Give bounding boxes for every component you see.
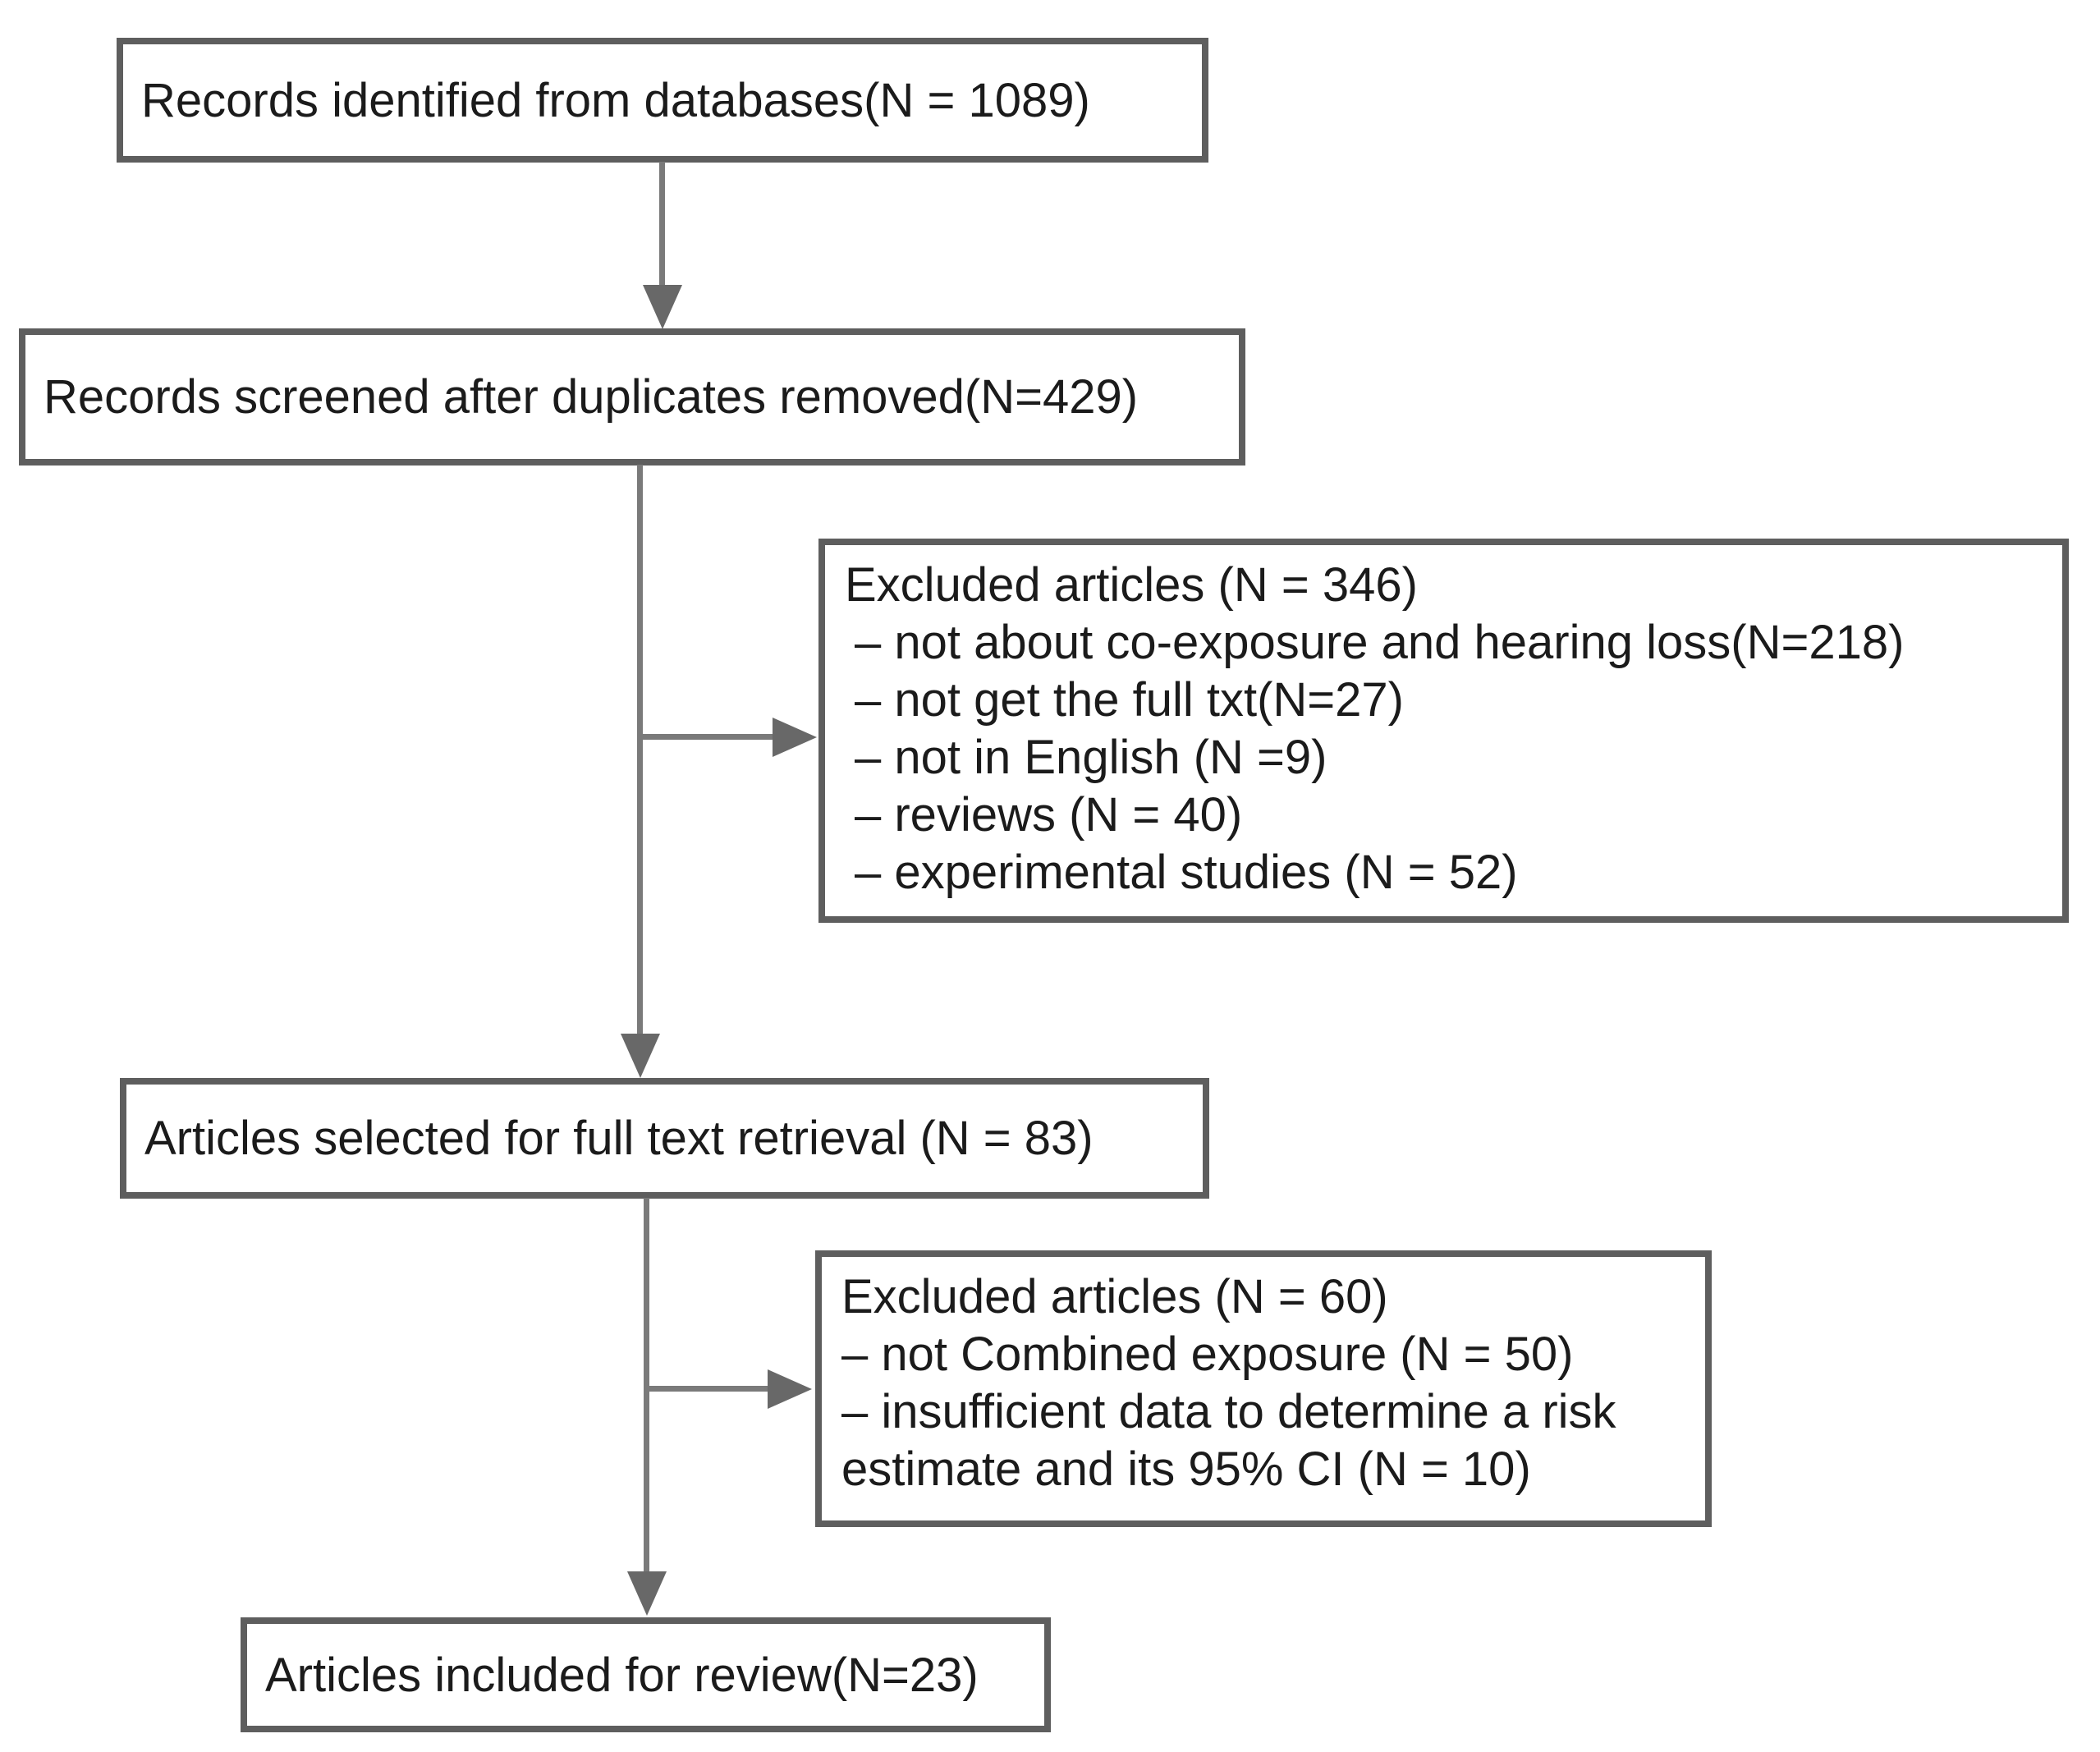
excluded-screening-item: – reviews (N = 40) (855, 788, 1243, 842)
arrow-line-branch-to-excluded-fulltext (646, 1386, 769, 1392)
box-excluded-screening: Excluded articles (N = 346) – not about … (818, 539, 2069, 923)
box-records-screened-label: Records screened after duplicates remove… (44, 370, 1139, 424)
box-records-screened: Records screened after duplicates remove… (19, 328, 1245, 466)
box-fulltext-selected-label: Articles selected for full text retrieva… (144, 1112, 1094, 1165)
arrow-line-screened-to-fulltext (637, 465, 643, 1035)
excluded-fulltext-item: estimate and its 95% CI (N = 10) (841, 1442, 1531, 1496)
arrowhead-down-icon (621, 1034, 660, 1078)
excluded-screening-title: Excluded articles (N = 346) (845, 558, 1418, 612)
box-records-identified: Records identified from databases(N = 10… (117, 38, 1208, 163)
arrowhead-down-icon (643, 285, 682, 329)
box-fulltext-selected: Articles selected for full text retrieva… (120, 1078, 1209, 1199)
excluded-fulltext-title: Excluded articles (N = 60) (841, 1270, 1388, 1323)
excluded-screening-item: – not about co-exposure and hearing loss… (855, 616, 1905, 669)
box-articles-included-label: Articles included for review(N=23) (265, 1648, 979, 1702)
excluded-screening-item: – not get the full txt(N=27) (855, 673, 1404, 727)
excluded-screening-item: – not in English (N =9) (855, 731, 1327, 784)
excluded-fulltext-item: – not Combined exposure (N = 50) (841, 1328, 1574, 1381)
arrow-line-fulltext-to-included (644, 1198, 649, 1573)
box-excluded-fulltext: Excluded articles (N = 60) – not Combine… (815, 1250, 1712, 1527)
arrow-line-branch-to-excluded-screening (640, 734, 774, 740)
excluded-fulltext-item: – insufficient data to determine a risk (841, 1385, 1616, 1438)
excluded-screening-item: – experimental studies (N = 52) (855, 846, 1518, 899)
arrow-line-identified-to-screened (659, 162, 665, 287)
box-records-identified-label: Records identified from databases(N = 10… (141, 73, 1090, 127)
box-articles-included: Articles included for review(N=23) (241, 1617, 1051, 1732)
arrowhead-right-icon (768, 1369, 812, 1409)
arrowhead-right-icon (773, 718, 817, 757)
arrowhead-down-icon (627, 1571, 667, 1616)
